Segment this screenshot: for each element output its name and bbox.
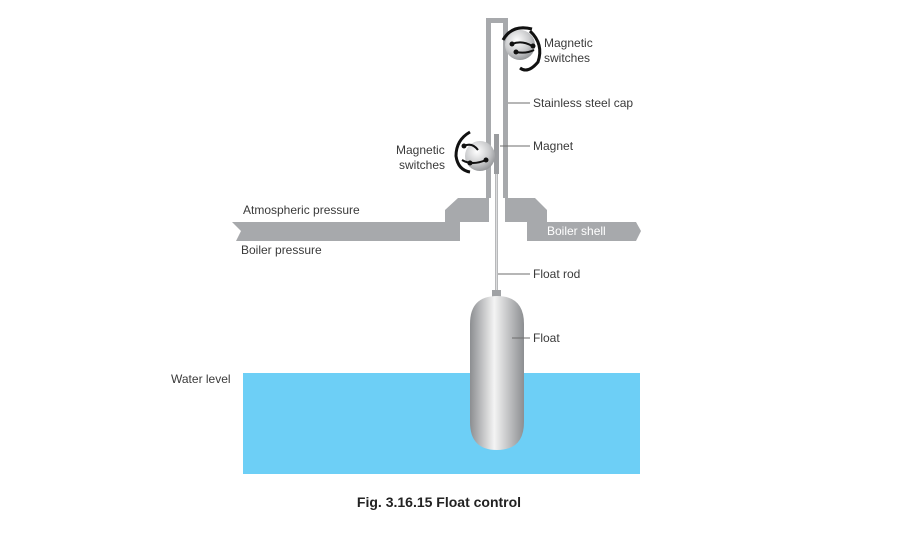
magnetic-switch-top [501, 26, 542, 72]
label-boiler-shell: Boiler shell [547, 224, 606, 238]
label-magnetic-switches-left-2: switches [399, 158, 445, 172]
label-magnetic-switches-top-2: switches [544, 51, 590, 65]
label-magnet: Magnet [533, 139, 574, 153]
magnet [494, 134, 499, 174]
label-stainless-steel-cap: Stainless steel cap [533, 96, 633, 110]
label-atmospheric-pressure: Atmospheric pressure [243, 203, 360, 217]
magnetic-switch-lower [454, 130, 495, 174]
boiler-shell [232, 222, 460, 241]
fitting-flange-right [505, 198, 547, 222]
boiler-shell-right [527, 222, 641, 241]
label-magnetic-switches-top-1: Magnetic [544, 36, 593, 50]
figure-caption: Fig. 3.16.15 Float control [357, 494, 521, 510]
float [470, 296, 524, 450]
float-rod [495, 174, 498, 291]
label-float-rod: Float rod [533, 267, 580, 281]
label-water-level: Water level [171, 372, 231, 386]
water-body [243, 373, 640, 474]
label-magnetic-switches-left-1: Magnetic [396, 143, 445, 157]
label-boiler-pressure: Boiler pressure [241, 243, 322, 257]
float-rod-collar [492, 290, 501, 298]
fitting-flange-left [445, 198, 489, 222]
label-float: Float [533, 331, 560, 345]
